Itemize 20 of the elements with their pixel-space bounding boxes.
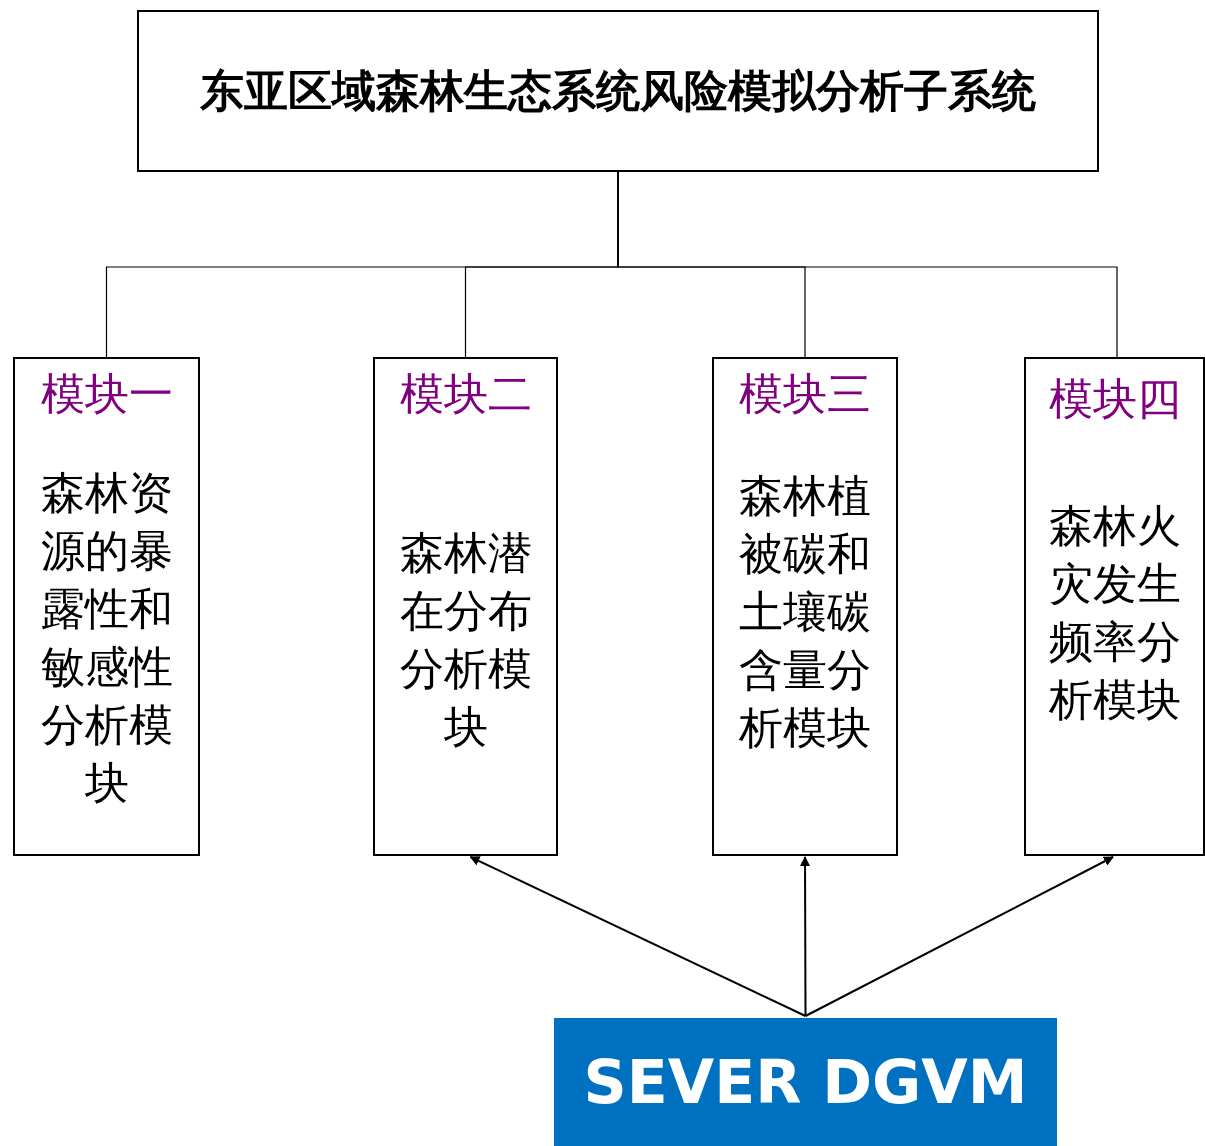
module-heading: 模块四: [1047, 374, 1182, 424]
module-box: [1024, 357, 1205, 856]
module-description: 森林火灾发生频率分析模块: [1047, 499, 1182, 727]
arrow: [469, 856, 807, 1017]
module-heading: 模块三: [738, 369, 872, 419]
module-description: 森林植被碳和土壤碳含量分析模块: [738, 469, 872, 755]
module-box: [712, 357, 898, 856]
module-description: 森林潜在分布分析模块: [398, 526, 533, 754]
title-text: 东亚区域森林生态系统风险模拟分析子系统: [199, 63, 1037, 118]
arrow: [800, 856, 811, 1017]
module-heading: 模块一: [39, 369, 174, 419]
model-box: [554, 1018, 1057, 1146]
module-box: [373, 357, 558, 856]
model-name: SEVER DGVM: [582, 1047, 1029, 1117]
module-heading: 模块二: [398, 369, 533, 419]
arrow: [804, 856, 1114, 1017]
title-box: [137, 10, 1099, 172]
module-description: 森林资源的暴露性和敏感性分析模块: [39, 466, 174, 810]
connector-line: [617, 171, 1118, 358]
module-box: [13, 357, 200, 856]
